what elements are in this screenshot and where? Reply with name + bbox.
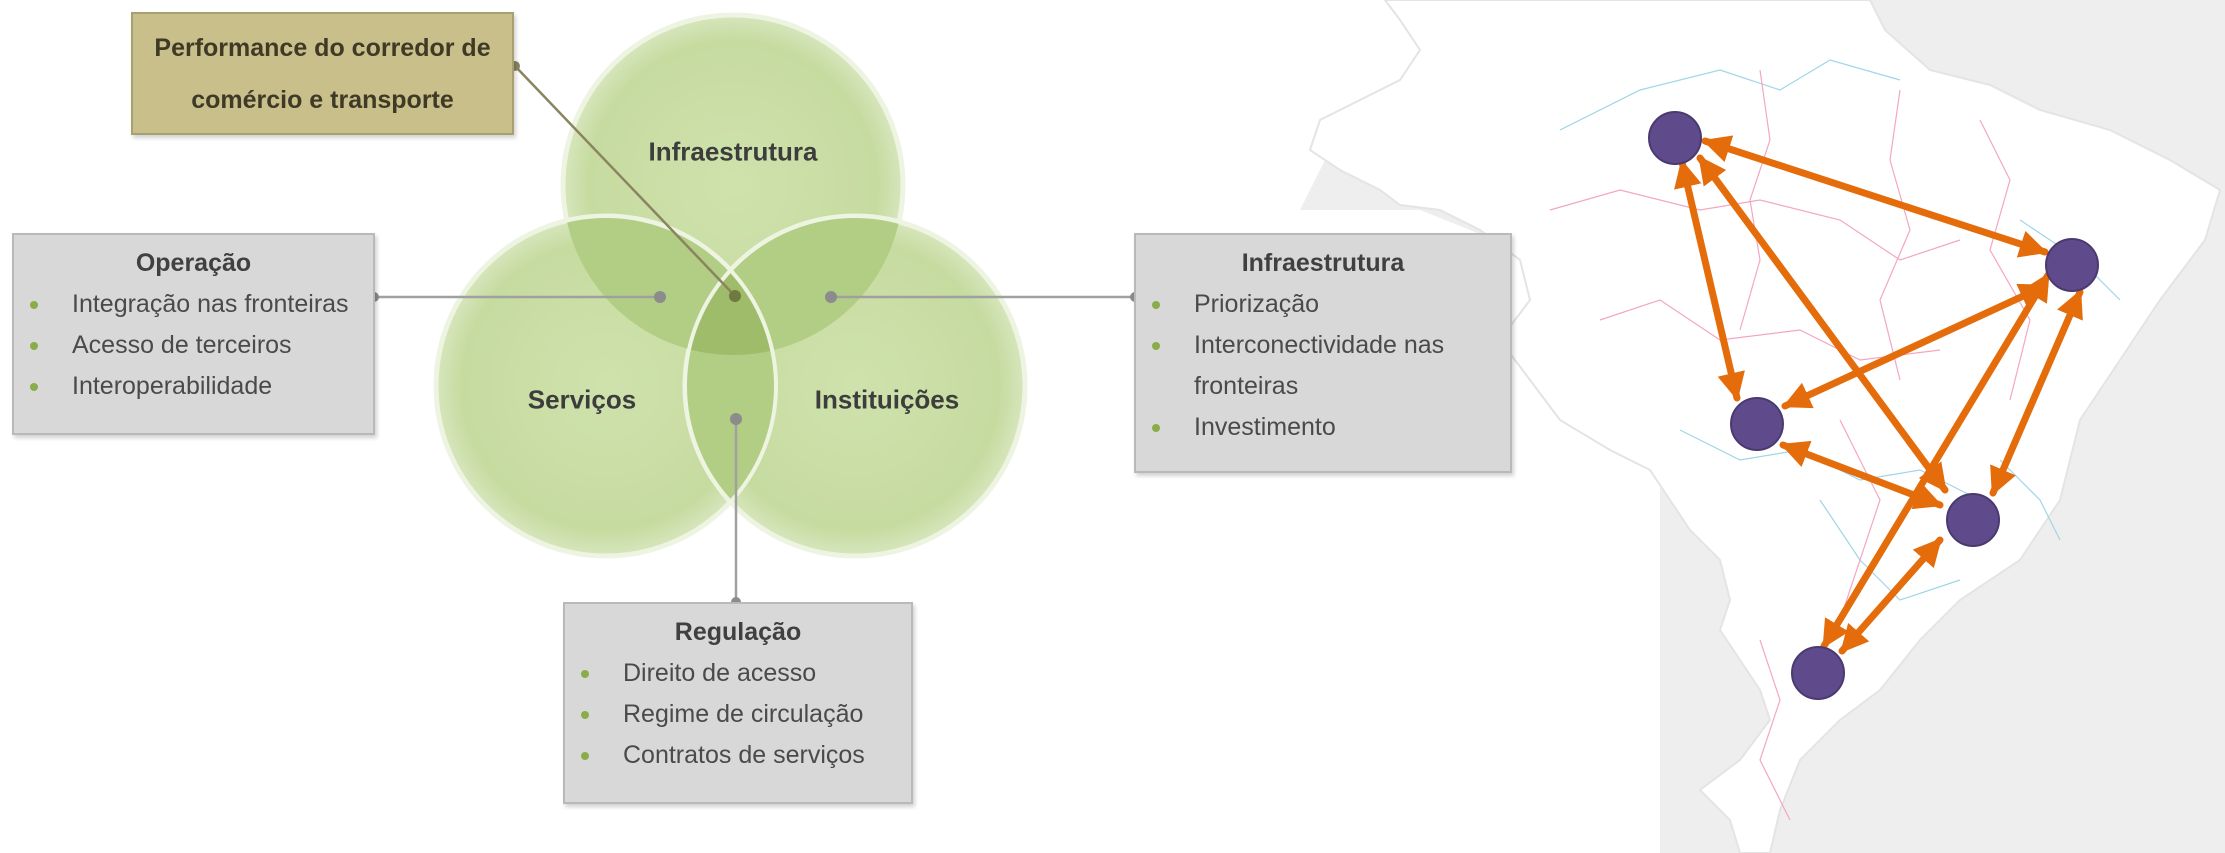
infraestrutura-title: Infraestrutura (1241, 249, 1405, 277)
list-item: Investimento (1150, 407, 1510, 448)
performance-box: Performance do corredor de comércio e tr… (131, 12, 514, 135)
bullet-icon (1152, 342, 1160, 350)
map-line (1759, 639, 1791, 821)
map-line (1559, 59, 1901, 131)
list-item: Contratos de serviços (579, 735, 911, 776)
connection-arrows (1674, 135, 2084, 655)
list-item: Direito de acesso (579, 653, 911, 694)
connector-dot (730, 413, 742, 425)
list-item: Priorização (1150, 284, 1510, 325)
connector-dot (825, 291, 837, 303)
list-item: Integração nas fronteiras (28, 284, 373, 325)
venn-label-instituicoes: Instituições (814, 384, 960, 415)
venn-label-infraestrutura: Infraestrutura (648, 136, 818, 167)
connector-lines (374, 65, 1135, 602)
operacao-list: Integração nas fronteiras Acesso de terc… (14, 284, 373, 407)
bullet-icon (30, 342, 38, 350)
venn-label-servicos: Serviços (527, 384, 637, 415)
map-nodes (1648, 111, 2099, 700)
venn-diagram (433, 12, 1028, 559)
operacao-box: Operação Integração nas fronteiras Acess… (12, 233, 375, 435)
connector-dot (729, 290, 741, 302)
node-southeast (1946, 493, 2000, 547)
bullet-icon (30, 301, 38, 309)
performance-line-2: comércio e transporte (191, 85, 454, 114)
venn-rim (434, 214, 778, 558)
venn-overlap-top-right (685, 216, 903, 355)
regulacao-box: Regulação Direito de acesso Regime de ci… (563, 602, 913, 804)
bullet-icon (1152, 424, 1160, 432)
regulacao-list: Direito de acesso Regime de circulação C… (565, 653, 911, 776)
list-item: Regime de circulação (579, 694, 911, 735)
infraestrutura-box: Infraestrutura Priorização Interconectiv… (1134, 233, 1512, 473)
node-northeast (2045, 238, 2099, 292)
venn-overlap-top-left (563, 216, 776, 355)
bullet-icon (581, 752, 589, 760)
node-south (1791, 646, 1845, 700)
list-item: Interoperabilidade (28, 366, 373, 407)
performance-line-1: Performance do corredor de (154, 33, 491, 62)
list-item: Acesso de terceiros (28, 325, 373, 366)
connector-performance (514, 65, 736, 297)
bullet-icon (30, 383, 38, 391)
bullet-icon (581, 711, 589, 719)
node-west (1730, 397, 1784, 451)
node-northwest (1648, 111, 1702, 165)
regulacao-title: Regulação (674, 618, 802, 646)
operacao-title: Operação (135, 249, 252, 277)
connector-dot (654, 291, 666, 303)
arrow-se-s (1838, 536, 1944, 655)
venn-rim (683, 214, 1027, 558)
bullet-icon (1152, 301, 1160, 309)
bullet-icon (581, 670, 589, 678)
